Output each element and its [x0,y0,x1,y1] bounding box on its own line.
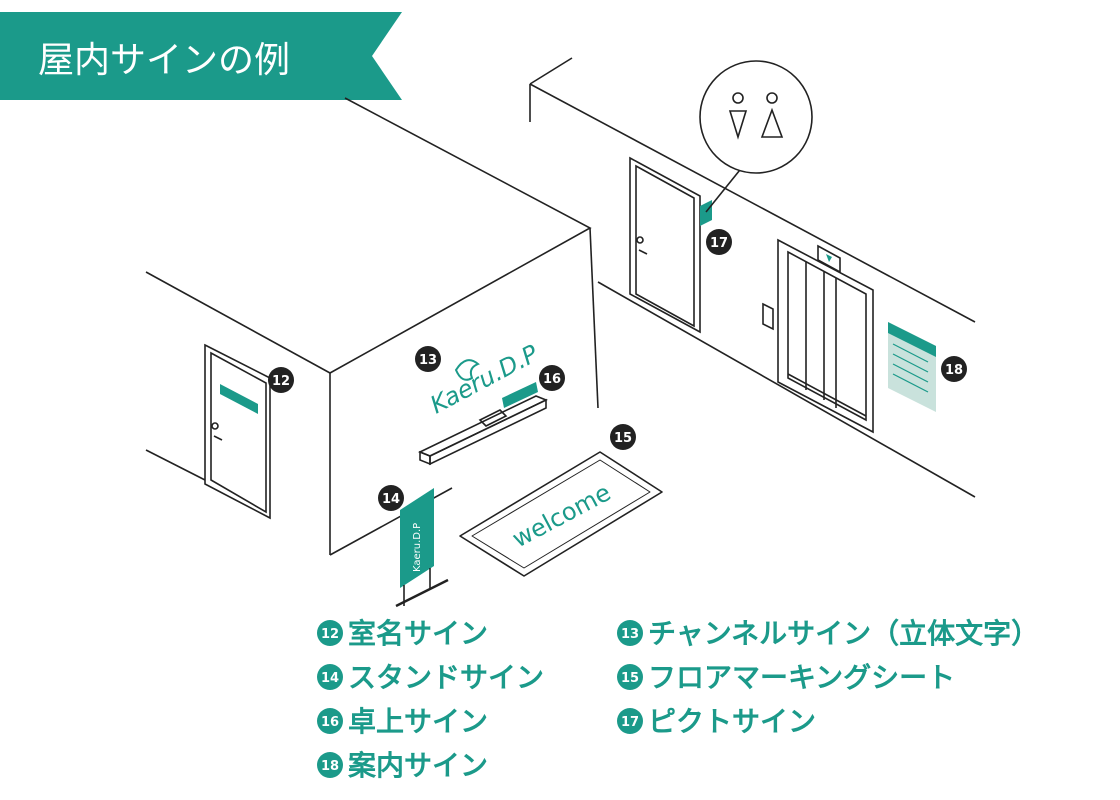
channel-sign: Kaeru.D.P [426,339,543,419]
svg-text:スタンドサイン: スタンドサイン [348,661,544,694]
left-wall [145,271,331,481]
svg-text:室名サイン: 室名サイン [348,617,488,650]
room-door [204,343,271,520]
svg-text:16: 16 [321,715,339,730]
svg-text:18: 18 [945,363,963,378]
stand-sign: Kaeru.D.P [395,488,449,608]
elevator-button-panel [762,302,774,331]
female-icon [728,110,748,140]
svg-text:14: 14 [382,492,400,507]
marker-14: 14 [378,485,404,511]
back-door [629,154,753,334]
title-banner: 屋内サインの例 [0,12,402,100]
svg-text:フロアマーキングシート: フロアマーキングシート [648,661,955,694]
elevator-indicator [817,244,841,274]
elevator [762,238,874,434]
legend-item-17: 17 ピクトサイン [617,705,816,738]
svg-text:12: 12 [321,627,339,642]
pict-sign [700,200,712,226]
frog-logo-icon [454,359,480,381]
svg-text:18: 18 [321,759,339,774]
male-icon [760,107,784,138]
svg-text:15: 15 [621,671,639,686]
desk-counter [418,382,548,466]
marker-12: 12 [268,367,294,393]
svg-text:14: 14 [321,671,339,686]
marker-13: 13 [415,346,441,372]
svg-text:卓上サイン: 卓上サイン [348,705,488,738]
legend-item-16: 16 卓上サイン [317,705,488,738]
female-head-icon [732,92,744,104]
legend-item-13: 13 チャンネルサイン（立体文字） [617,617,1039,650]
channel-logo-text: Kaeru.D.P [426,339,543,419]
marker-16: 16 [539,365,565,391]
svg-text:12: 12 [272,374,290,389]
legend-item-14: 14 スタンドサイン [317,661,544,694]
svg-text:17: 17 [710,236,728,251]
svg-text:ピクトサイン: ピクトサイン [648,705,816,738]
legend-item-12: 12 室名サイン [317,617,488,650]
floor-mat: welcome [459,451,663,577]
legend: 12 室名サイン 13 チャンネルサイン（立体文字） 14 スタンドサイン 15… [317,617,1039,782]
svg-text:案内サイン: 案内サイン [348,749,488,782]
pictogram-callout [699,60,813,174]
legend-item-15: 15 フロアマーキングシート [617,661,955,694]
guide-sign [888,322,936,412]
svg-text:17: 17 [621,715,639,730]
marker-17: 17 [706,229,732,255]
marker-18: 18 [941,356,967,382]
room-name-plate [220,384,258,414]
legend-item-18: 18 案内サイン [317,749,488,782]
male-head-icon [766,92,778,104]
svg-text:チャンネルサイン（立体文字）: チャンネルサイン（立体文字） [648,617,1039,650]
svg-text:16: 16 [543,372,561,387]
page-title: 屋内サインの例 [38,40,290,81]
marker-15: 15 [610,424,636,450]
svg-text:13: 13 [621,627,639,642]
stand-text: Kaeru.D.P [412,523,423,572]
desk-sign [502,382,538,408]
back-wall [529,57,976,498]
svg-text:13: 13 [419,353,437,368]
svg-text:15: 15 [614,431,632,446]
